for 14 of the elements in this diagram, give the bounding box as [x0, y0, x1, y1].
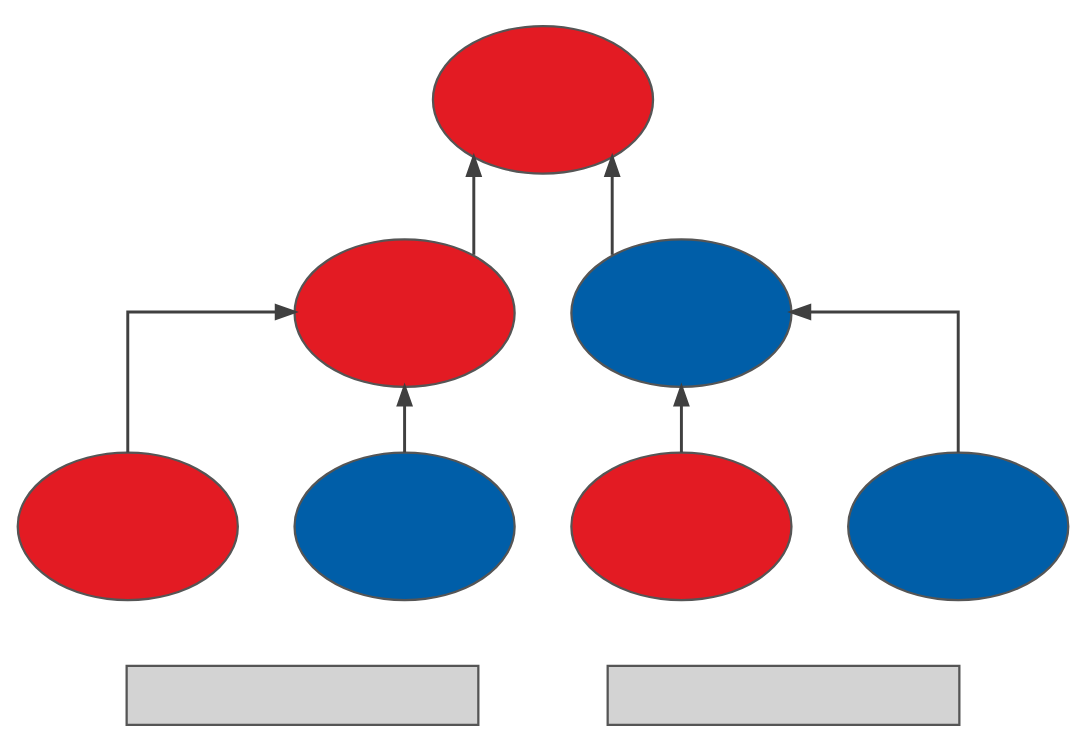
node-ellipse	[570, 238, 793, 388]
node-ellipse	[293, 451, 516, 602]
node-ellipse	[570, 451, 793, 602]
node-ellipse	[293, 238, 516, 388]
arrow	[396, 382, 413, 453]
arrow	[126, 303, 299, 453]
arrow	[787, 303, 960, 453]
node-ellipse	[847, 451, 1070, 602]
arrow	[603, 152, 621, 255]
node-box	[125, 664, 480, 727]
arrow	[673, 382, 690, 453]
node-ellipse	[16, 451, 239, 602]
node-box	[606, 664, 961, 727]
arrow	[465, 152, 483, 255]
